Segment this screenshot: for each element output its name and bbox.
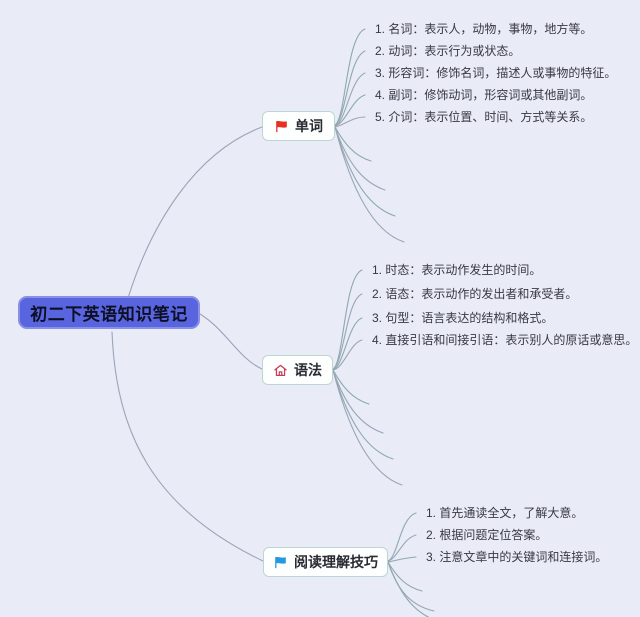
edge-yuedu-1 [387,512,417,562]
edge-yufa-tail-2 [332,369,384,434]
edge-root-yufa [199,313,263,370]
home-icon [273,363,288,378]
branch-node-yufa[interactable]: 语法 [262,355,333,385]
edge-root-yuedu [111,331,264,562]
leaf-item[interactable]: 2. 语态：表示动作的发出者和承受者。 [372,287,578,301]
edge-danci-5 [334,116,366,128]
edge-danci-tail-3 [334,126,396,217]
edge-yuedu-tail-3 [387,561,430,617]
edge-danci-1 [334,28,366,126]
blue-flag-icon [273,555,288,570]
edge-danci-3 [334,72,366,127]
branch-node-danci[interactable]: 单词 [262,111,335,141]
leaf-item[interactable]: 3. 句型：语言表达的结构和格式。 [372,311,554,325]
edge-danci-tail-4 [334,126,405,243]
root-node[interactable]: 初二下英语知识笔记 [18,296,200,329]
edge-yufa-tail-1 [332,369,370,405]
leaf-item[interactable]: 2. 动词：表示行为或状态。 [375,44,521,58]
leaf-item[interactable]: 1. 首先通读全文，了解大意。 [426,506,584,520]
edge-yufa-2 [332,293,363,370]
leaf-item[interactable]: 1. 名词：表示人，动物，事物，地方等。 [375,22,593,36]
edge-yuedu-tail-1 [387,561,423,592]
edge-yufa-tail-3 [332,369,394,460]
leaf-item[interactable]: 4. 副词：修饰动词，形容词或其他副词。 [375,88,593,102]
edge-danci-tail-2 [334,126,386,191]
leaf-item[interactable]: 3. 注意文章中的关键词和连接词。 [426,550,608,564]
leaf-item[interactable]: 2. 根据问题定位答案。 [426,528,548,542]
edge-yuedu-3 [387,556,417,563]
branch-label: 单词 [295,118,323,134]
edge-yufa-tail-4 [332,369,403,486]
edge-yufa-4 [332,339,363,371]
branch-label: 语法 [294,362,322,378]
leaf-item[interactable]: 4. 直接引语和间接引语：表示别人的原话或意思。 [372,333,638,347]
edge-yufa-1 [332,269,363,370]
edge-yufa-3 [332,317,363,371]
branch-label: 阅读理解技巧 [294,554,378,570]
edge-yuedu-2 [387,534,417,562]
edge-danci-2 [334,50,366,126]
leaf-item[interactable]: 1. 时态：表示动作发生的时间。 [372,263,542,277]
branch-node-yuedu[interactable]: 阅读理解技巧 [263,547,388,577]
edge-danci-4 [334,94,366,127]
edge-danci-tail-1 [334,126,372,162]
leaf-item[interactable]: 3. 形容词：修饰名词，描述人或事物的特征。 [375,66,617,80]
leaf-item[interactable]: 5. 介词：表示位置、时间、方式等关系。 [375,110,593,124]
edge-root-danci [127,126,263,299]
red-flag-icon [274,119,289,134]
